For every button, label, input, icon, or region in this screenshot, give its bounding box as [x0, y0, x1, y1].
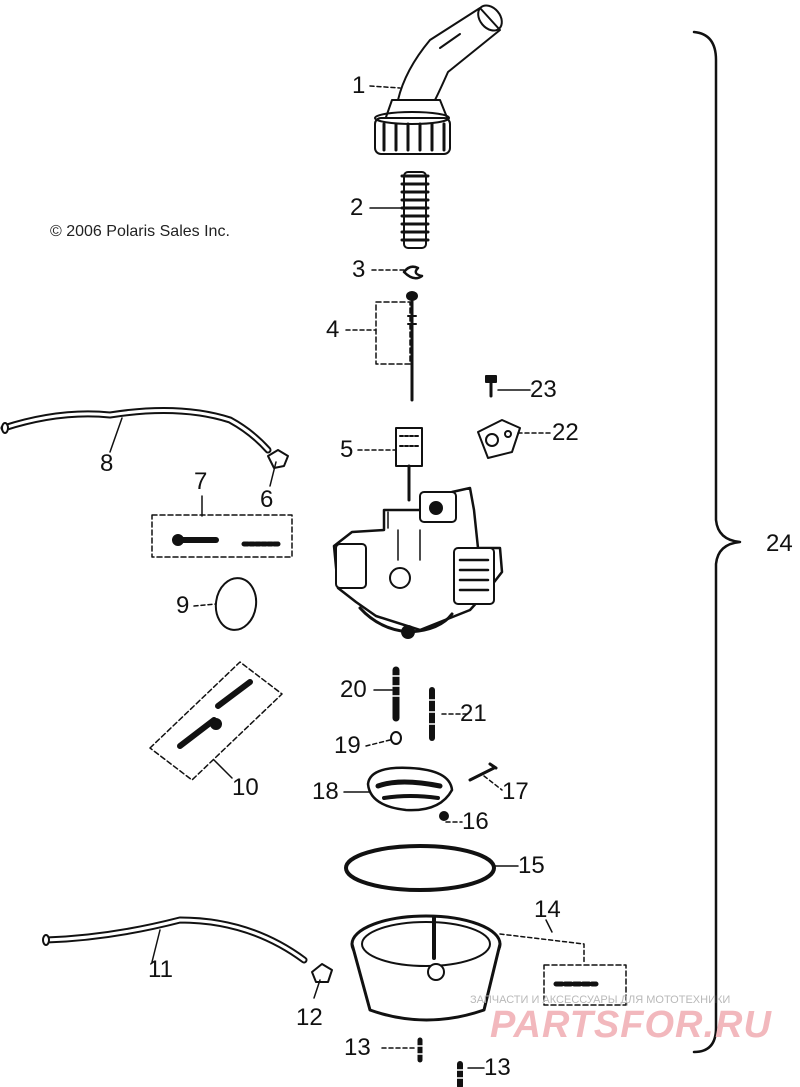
part-9-o-ring — [214, 577, 258, 631]
callout-23: 23 — [530, 376, 557, 403]
part-4-needle — [375, 291, 418, 402]
callout-9: 9 — [176, 592, 190, 619]
leader-lines — [109, 85, 553, 1069]
part-1-elbow-cap — [374, 4, 503, 155]
callout-7: 7 — [194, 468, 208, 495]
callout-17: 17 — [502, 778, 529, 805]
part-13-screw-b — [454, 1061, 466, 1087]
part-8-hose — [0, 407, 272, 454]
callout-4: 4 — [326, 316, 340, 343]
callout-11: 11 — [148, 956, 173, 983]
callout-8: 8 — [100, 450, 114, 477]
carburetor-body — [332, 486, 504, 639]
callout-6: 6 — [260, 486, 274, 513]
callout-19: 19 — [334, 732, 361, 759]
callout-15: 15 — [518, 852, 545, 879]
part-3-clip — [402, 265, 424, 280]
watermark-tagline: ЗАПЧАСТИ И АКСЕССУАРЫ ДЛЯ МОТОТЕХНИКИ — [470, 994, 731, 1006]
part-16-float-valve — [439, 811, 449, 821]
part-14-float-bowl — [350, 914, 627, 1022]
callout-3: 3 — [352, 256, 366, 283]
part-17-pin — [468, 762, 498, 782]
callout-2: 2 — [350, 194, 364, 221]
part-13-screw-a — [414, 1037, 426, 1063]
part-11-drain-hose — [42, 916, 308, 964]
callout-16: 16 — [462, 808, 489, 835]
assembly-brace — [692, 30, 742, 1054]
callout-13b: 13 — [484, 1054, 511, 1081]
callout-1: 1 — [352, 72, 366, 99]
part-12-clamp — [311, 963, 333, 983]
callout-10: 10 — [232, 774, 259, 801]
part-22-bracket — [477, 419, 521, 459]
part-21-pilot-jet — [426, 687, 438, 741]
part-15-gasket — [344, 844, 496, 892]
part-23-screw — [485, 375, 497, 398]
part-6-clamp — [267, 449, 289, 469]
part-10-screw-kit — [149, 661, 283, 781]
part-20-needle-jet — [390, 666, 402, 722]
callout-21: 21 — [460, 700, 487, 727]
copyright-notice: © 2006 Polaris Sales Inc. — [50, 223, 230, 240]
callout-13a: 13 — [344, 1034, 371, 1061]
part-19-washer — [390, 731, 402, 745]
watermark-logo: PARTSFOR.RU — [490, 1004, 772, 1046]
part-5-slide — [395, 427, 423, 502]
part-18-float — [366, 766, 454, 812]
callout-22: 22 — [552, 419, 579, 446]
callout-18: 18 — [312, 778, 339, 805]
callout-24: 24 — [766, 530, 793, 557]
callout-12: 12 — [296, 1004, 323, 1031]
callout-5: 5 — [340, 436, 354, 463]
callout-14: 14 — [534, 896, 561, 923]
part-2-spring — [400, 171, 430, 249]
part-7-jet-kit — [151, 514, 293, 558]
callout-20: 20 — [340, 676, 367, 703]
